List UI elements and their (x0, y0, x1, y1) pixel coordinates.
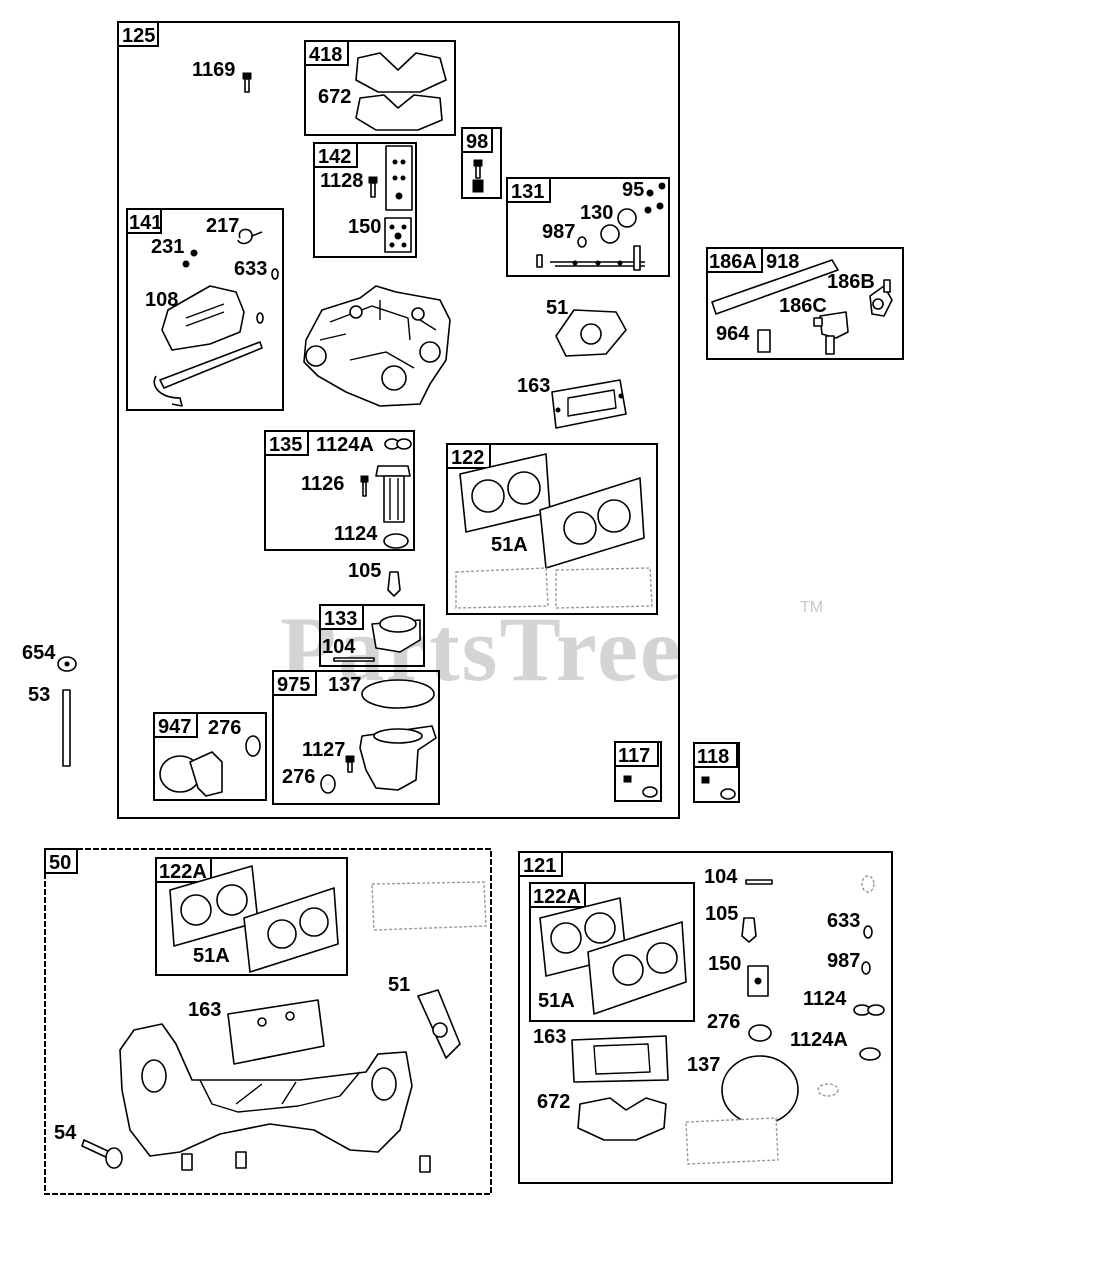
kit-131[interactable]: 131 95 130 987 (506, 177, 670, 277)
kit-418-label: 418 (309, 44, 342, 66)
hose-918 (711, 259, 839, 315)
kit-133[interactable]: 133 104 (319, 604, 425, 667)
watermark-trademark: TM (800, 599, 823, 616)
part-105-needle[interactable]: 105 (348, 560, 401, 597)
label-163-a: 163 (517, 375, 550, 397)
kit-186A[interactable]: 186A 918 186B 186C 964 (706, 247, 904, 360)
label-105-a: 105 (348, 560, 381, 582)
label-54: 54 (54, 1122, 77, 1144)
part-654-nut[interactable]: 654 (22, 642, 77, 672)
kit-122A-a-label: 122A (159, 861, 207, 883)
kit-186A-label: 186A (709, 251, 757, 273)
kit-125-label: 125 (122, 25, 155, 47)
label-633-a: 633 (234, 258, 267, 280)
plate-108 (161, 285, 245, 351)
kit-117[interactable]: 117 (614, 741, 662, 802)
kit-135[interactable]: 135 1124A 1126 1124 (264, 430, 415, 551)
kit-122A-a[interactable]: 122A 51A (155, 857, 348, 976)
shaft-141 (159, 341, 263, 389)
kit-122A-b-label: 122A (533, 886, 581, 908)
label-964: 964 (716, 323, 750, 345)
kit-121[interactable]: 121 122A 51A 104 105 633 150 987 1124 27… (518, 851, 893, 1184)
label-276-a: 276 (282, 766, 315, 788)
label-987-a: 987 (542, 221, 575, 243)
label-276-c: 276 (707, 1011, 740, 1033)
kit-121-label: 121 (523, 855, 556, 877)
part-53-stud[interactable]: 53 (28, 684, 71, 767)
gasket-418 (355, 52, 447, 93)
label-51A-c: 51A (538, 990, 575, 1012)
label-217: 217 (206, 215, 239, 237)
label-163-b: 163 (188, 999, 221, 1021)
label-186B: 186B (827, 271, 875, 293)
kit-975-label: 975 (277, 674, 310, 696)
label-672-b: 672 (537, 1091, 570, 1113)
label-987-b: 987 (827, 950, 860, 972)
label-918: 918 (766, 251, 799, 273)
label-186C: 186C (779, 295, 827, 317)
kit-122A-b[interactable]: 122A 51A (529, 882, 695, 1022)
gasket-672 (355, 94, 443, 131)
kit-947[interactable]: 947 276 (153, 712, 267, 801)
label-130: 130 (580, 202, 613, 224)
label-104-b: 104 (704, 866, 738, 888)
label-633-b: 633 (827, 910, 860, 932)
ghost-gasket-50 (371, 881, 487, 931)
label-163-c: 163 (533, 1026, 566, 1048)
label-137-a: 137 (328, 674, 361, 696)
kit-50-label: 50 (49, 852, 71, 874)
label-1124-b: 1124 (803, 988, 847, 1010)
label-276-b: 276 (208, 717, 241, 739)
label-51A-a: 51A (491, 534, 528, 556)
kit-122[interactable]: 122 51A (446, 443, 658, 615)
kit-50[interactable]: 50 122A 51A 163 51 54 (44, 848, 492, 1195)
exhaust-manifold (119, 1023, 413, 1157)
kit-98-label: 98 (466, 131, 488, 153)
label-1124A-b: 1124A (790, 1029, 848, 1051)
label-672-a: 672 (318, 86, 351, 108)
kit-117-label: 117 (618, 745, 650, 767)
label-137-b: 137 (687, 1054, 720, 1076)
label-1124-a: 1124 (334, 523, 378, 545)
label-108: 108 (145, 289, 178, 311)
part-51-gasket[interactable]: 51 (546, 297, 627, 357)
label-51-b: 51 (388, 974, 410, 996)
label-654: 654 (22, 642, 56, 664)
kit-141[interactable]: 141 217 231 633 108 (126, 208, 284, 411)
kit-133-label: 133 (324, 608, 357, 630)
label-105-b: 105 (705, 903, 738, 925)
kit-125[interactable]: 125 (117, 21, 680, 819)
kit-947-label: 947 (158, 716, 191, 738)
kit-141-label: 141 (129, 212, 162, 234)
label-95: 95 (622, 179, 644, 201)
kit-135-label: 135 (269, 434, 302, 456)
kit-118[interactable]: 118 (693, 742, 740, 803)
label-53: 53 (28, 684, 50, 706)
part-1169-bolt[interactable]: 1169 (192, 59, 252, 93)
label-1169: 1169 (192, 59, 235, 81)
kit-118-label: 118 (697, 746, 729, 768)
kit-142-label: 142 (318, 146, 351, 168)
label-51A-b: 51A (193, 945, 230, 967)
label-1128: 1128 (320, 170, 363, 192)
gasket-163-b (227, 999, 325, 1065)
kit-142[interactable]: 142 1128 150 (313, 142, 417, 258)
label-104-a: 104 (322, 636, 356, 658)
kit-122-label: 122 (451, 447, 484, 469)
kit-98[interactable]: 98 (461, 127, 502, 199)
label-1127: 1127 (302, 739, 345, 761)
label-51-a: 51 (546, 297, 568, 319)
label-1124A-a: 1124A (316, 434, 374, 456)
kit-975[interactable]: 975 137 1127 276 (272, 670, 440, 805)
kit-418[interactable]: 418 672 (304, 40, 456, 136)
label-231: 231 (151, 236, 184, 258)
label-1126: 1126 (301, 473, 344, 495)
kit-131-label: 131 (511, 181, 544, 203)
label-150-b: 150 (708, 953, 741, 975)
spring-217 (237, 228, 263, 245)
label-150-a: 150 (348, 216, 381, 238)
part-163-gasket[interactable]: 163 (517, 375, 627, 429)
carburetor-body[interactable] (303, 285, 451, 407)
